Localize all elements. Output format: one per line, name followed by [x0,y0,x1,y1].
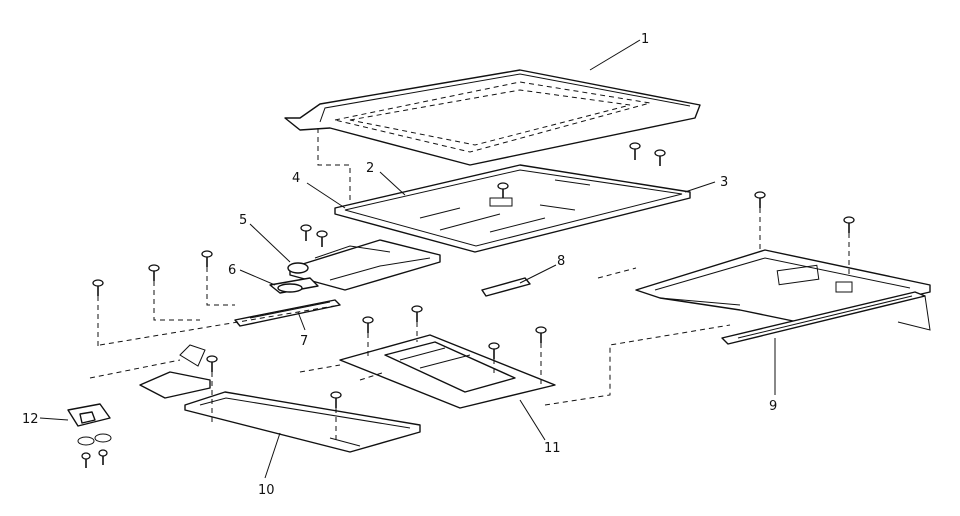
part-7-rail [234,299,341,327]
screw [629,142,641,160]
screw [488,342,500,359]
part-10-bottom-tray [184,391,421,453]
part-label-8: 8 [557,254,565,269]
part-label-3: 3 [720,175,728,190]
screw [330,391,342,408]
part-11-base-plate [339,334,556,409]
part-label-12: 12 [22,412,39,427]
screw [497,182,509,198]
screw [362,316,374,333]
part-label-6: 6 [228,263,236,278]
part-label-10: 10 [258,483,275,498]
screw [148,264,160,281]
screw [81,452,91,468]
part-label-4: 4 [292,171,300,186]
screw [535,326,547,343]
part-8-strip [481,277,531,297]
screws [81,142,855,468]
part-5-6-bracket-assembly [269,239,441,294]
part-label-7: 7 [300,334,308,349]
screw [754,191,766,208]
screw [411,305,423,322]
part-label-11: 11 [544,441,561,456]
screw [654,149,666,166]
small-bracket [139,344,211,399]
screw [316,230,328,247]
part-label-2: 2 [366,161,374,176]
part-1-top-panel [284,69,701,166]
screw [206,355,218,372]
leader-lines [39,39,776,479]
part-label-9: 9 [769,399,777,414]
screw [843,216,855,233]
screw [92,279,104,296]
screw [201,250,213,267]
alignment-lines [89,128,850,440]
screw [98,449,108,465]
part-labels: 1 2 3 4 5 6 7 8 9 10 11 12 [22,32,777,498]
part-3-frame-plate [334,164,691,253]
screw [300,224,312,241]
part-label-5: 5 [239,213,247,228]
part-12-clip [67,403,112,446]
part-9-side-panel [635,249,931,345]
part-label-1: 1 [641,32,649,47]
